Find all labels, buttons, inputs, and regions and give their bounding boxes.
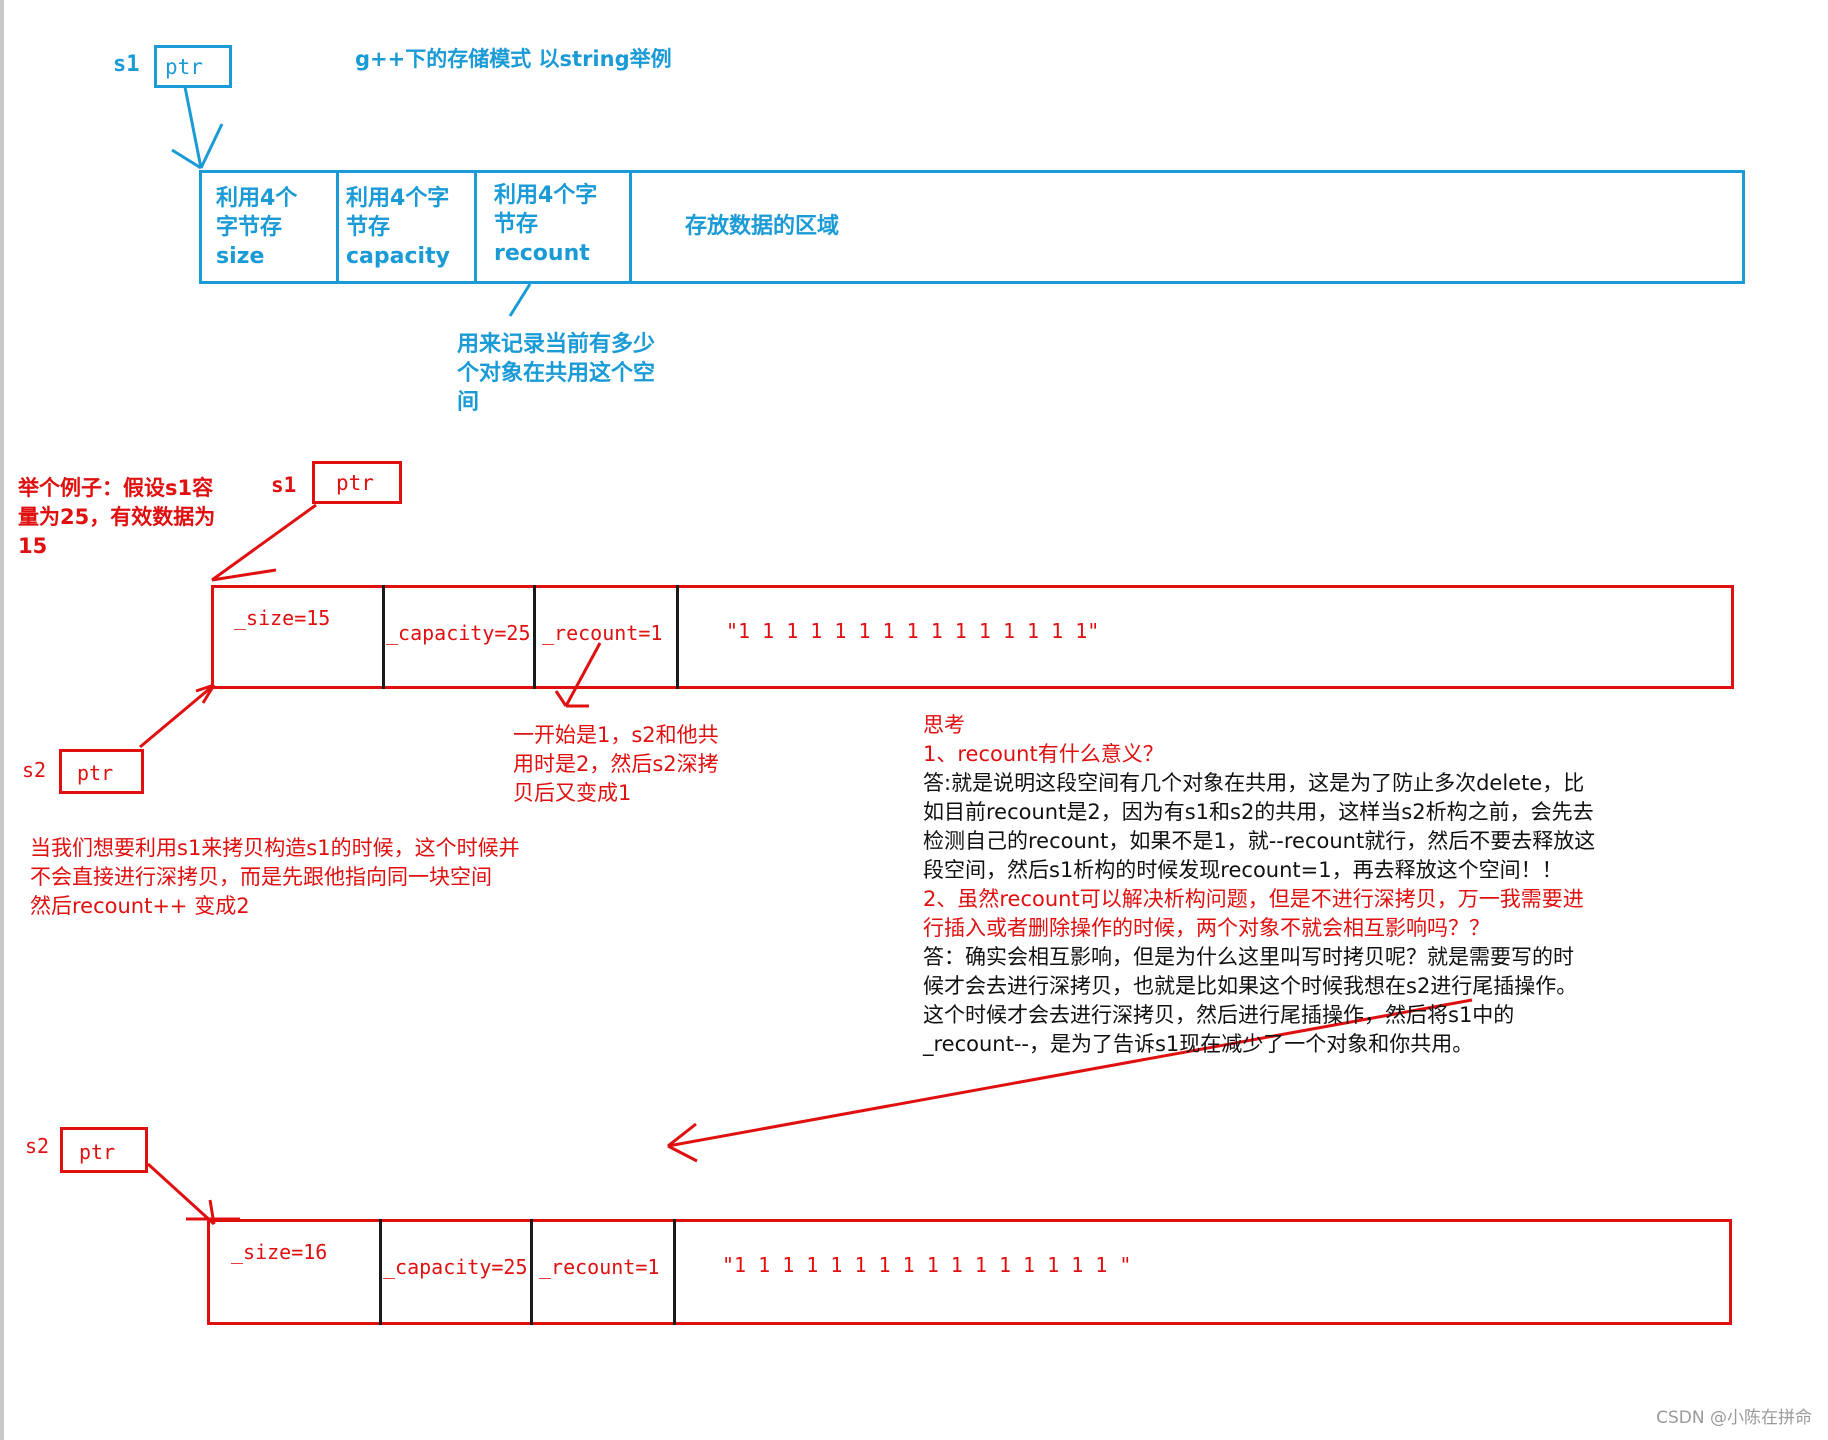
top-cell-size: 利用4个 字节存 size bbox=[216, 186, 298, 269]
example-text: 举个例子：假设s1容 量为25，有效数据为 15 bbox=[18, 476, 216, 558]
bottom-struct-box bbox=[207, 1219, 1732, 1325]
bottom-s2-arrow bbox=[146, 1162, 240, 1226]
recount-note: 一开始是1，s2和他共 用时是2，然后s2深拷 贝后又变成1 bbox=[513, 723, 719, 805]
bottom-cell-recount: _recount=1 bbox=[539, 1255, 660, 1279]
middle-divider-1 bbox=[382, 585, 385, 689]
top-divider-3 bbox=[629, 170, 632, 284]
top-cell-capacity: 利用4个字 节存 capacity bbox=[346, 186, 450, 269]
middle-s1-ptr-box: ptr bbox=[312, 461, 402, 504]
top-recount-note: 用来记录当前有多少 个对象在共用这个空 间 bbox=[457, 332, 656, 415]
middle-s2-label: s2 bbox=[22, 758, 47, 782]
copy-note: 当我们想要利用s1来拷贝构造s1的时候，这个时候并 不会直接进行深拷贝，而是先跟… bbox=[30, 836, 520, 918]
bottom-s2-ptr-box: ptr bbox=[60, 1127, 148, 1173]
left-window-edge bbox=[0, 0, 4, 1440]
middle-s2-arrow bbox=[139, 683, 216, 749]
middle-s2-ptr-label: ptr bbox=[77, 761, 114, 785]
middle-divider-3 bbox=[676, 585, 679, 689]
bottom-cell-data: "1 1 1 1 1 1 1 1 1 1 1 1 1 1 1 1 " bbox=[722, 1253, 1132, 1277]
top-cell-recount: 利用4个字 节存 recount bbox=[494, 183, 598, 266]
middle-cell-recount: _recount=1 bbox=[542, 621, 663, 645]
top-ptr-arrow bbox=[171, 86, 224, 170]
top-divider-2 bbox=[474, 170, 477, 284]
middle-s2-ptr-box: ptr bbox=[59, 749, 144, 794]
middle-struct-box bbox=[211, 585, 1734, 689]
middle-cell-data: "1 1 1 1 1 1 1 1 1 1 1 1 1 1 1" bbox=[726, 619, 1100, 643]
bottom-divider-3 bbox=[673, 1219, 676, 1325]
top-ptr-box: ptr bbox=[154, 45, 232, 88]
recount-note-pointer bbox=[508, 283, 532, 317]
middle-divider-2 bbox=[533, 585, 536, 689]
thinking-q1: 1、recount有什么意义？ bbox=[923, 742, 1164, 766]
thinking-q2: 2、虽然recount可以解决析构问题，但是不进行深拷贝，万一我需要进 行插入或… bbox=[923, 887, 1584, 940]
middle-cell-size: _size=15 bbox=[234, 606, 331, 630]
bottom-s2-label: s2 bbox=[25, 1134, 50, 1158]
middle-s1-label: s1 bbox=[271, 473, 297, 497]
thinking-a1: 答:就是说明这段空间有几个对象在共用，这是为了防止多次delete，比 如目前r… bbox=[923, 771, 1596, 882]
bottom-cell-capacity: _capacity=25 bbox=[383, 1255, 528, 1279]
top-title: g++下的存储模式 以string举例 bbox=[355, 47, 672, 71]
bottom-divider-2 bbox=[530, 1219, 533, 1325]
top-s1-label: s1 bbox=[113, 52, 140, 77]
top-divider-1 bbox=[336, 170, 339, 284]
watermark: CSDN @⁣⁣小陈在拼命⁣⁣ bbox=[1656, 1408, 1812, 1428]
middle-cell-capacity: _capacity=25 bbox=[386, 621, 531, 645]
top-struct-box bbox=[199, 170, 1745, 284]
thinking-heading: 思考 bbox=[923, 713, 965, 737]
thinking-a2: 答：确实会相互影响，但是为什么这里叫写时拷贝呢？就是需要写的时 候才会去进行深拷… bbox=[923, 945, 1578, 1056]
middle-s1-arrow bbox=[211, 503, 317, 582]
bottom-s2-ptr-label: ptr bbox=[79, 1140, 116, 1164]
top-cell-data: 存放数据的区域 bbox=[685, 214, 840, 239]
top-ptr-label: ptr bbox=[165, 55, 203, 79]
bottom-cell-size: _size=16 bbox=[231, 1240, 328, 1264]
middle-s1-ptr-label: ptr bbox=[336, 471, 374, 495]
bottom-divider-1 bbox=[379, 1219, 382, 1325]
